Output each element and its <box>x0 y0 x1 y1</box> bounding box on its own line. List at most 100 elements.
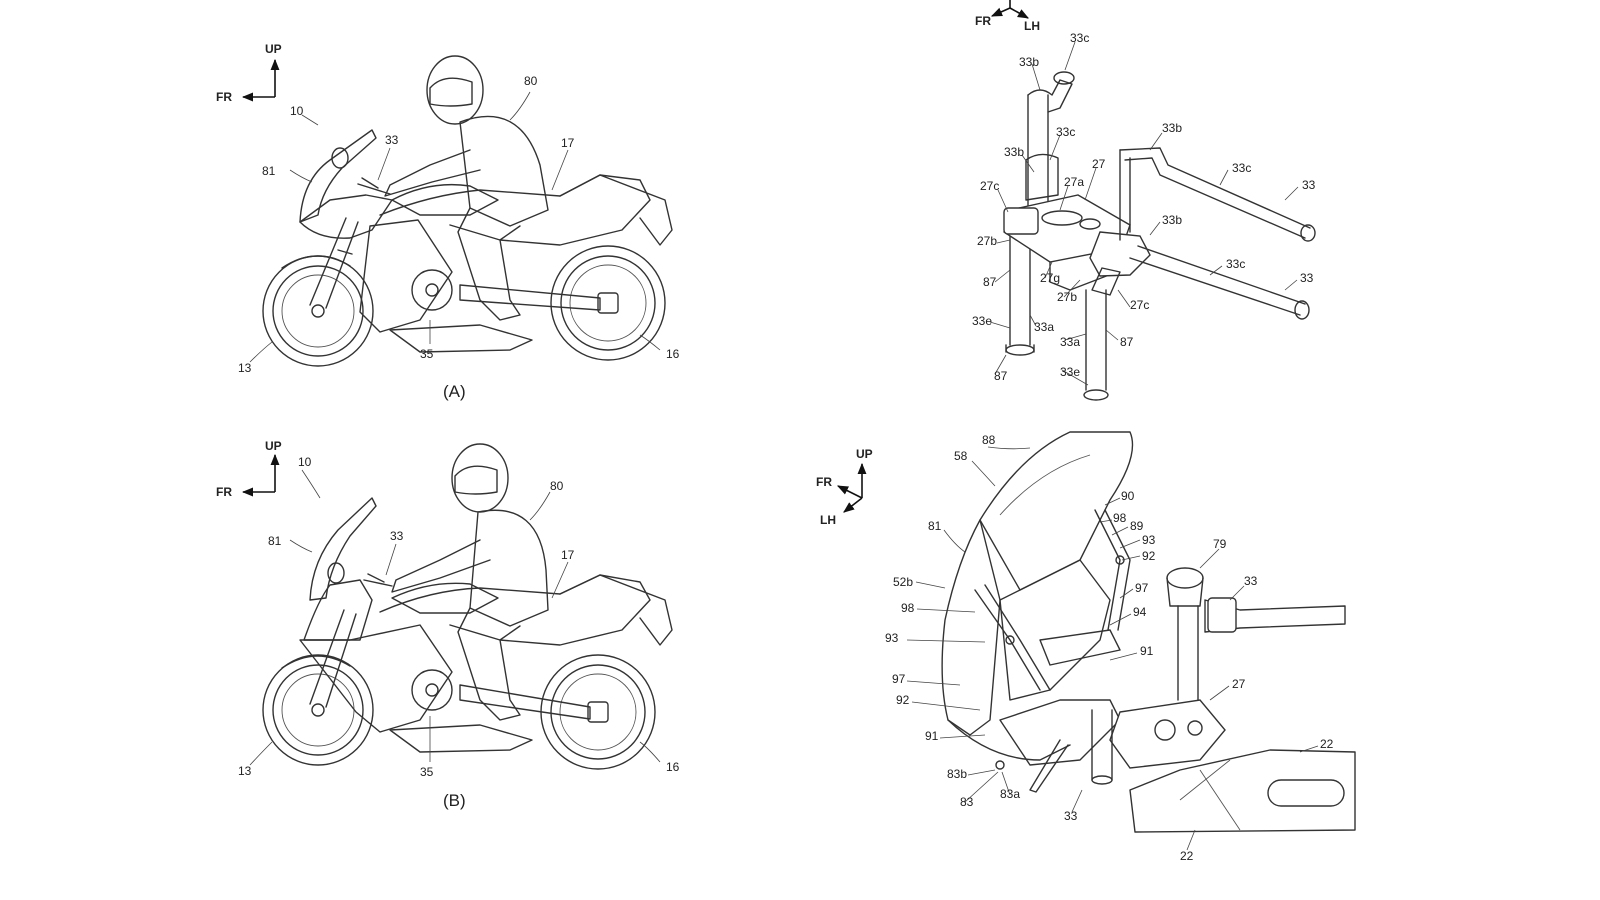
windscreen-numeral-93: 93 <box>885 631 899 645</box>
figure-b-vehicle-outline <box>262 497 673 770</box>
windscreen-numeral-94: 94 <box>1133 605 1147 619</box>
windscreen-numeral-88: 88 <box>982 433 996 447</box>
figure-a-motorcycle: UP FR <box>216 42 680 401</box>
windscreen-numeral-83a: 83a <box>1000 787 1020 801</box>
rider-torso <box>459 115 549 227</box>
figure-a-numeral-10: 10 <box>290 104 304 118</box>
engine <box>411 269 453 311</box>
figure-b-reference-numerals: 10 80 81 33 17 13 35 16 <box>238 455 680 779</box>
front-wheel <box>262 654 374 766</box>
figure-a-axis-indicator: UP FR <box>216 42 282 104</box>
fuel-tank <box>391 582 499 614</box>
figure-b-axis-up-label: UP <box>265 439 282 453</box>
figure-b-numeral-13: 13 <box>238 764 252 778</box>
handlebar-numeral-27c: 27c <box>1130 298 1149 312</box>
swingarm <box>459 684 591 720</box>
figure-b-numeral-10: 10 <box>298 455 312 469</box>
figure-b-motorcycle: UP FR <box>216 439 680 810</box>
handlebar-numeral-27b: 27b <box>977 234 997 248</box>
windscreen-numeral-90: 90 <box>1121 489 1135 503</box>
figure-a-axis-up-label: UP <box>265 42 282 56</box>
figure-b-numeral-16: 16 <box>666 760 680 774</box>
handlebar-numeral-33c: 33c <box>1070 31 1089 45</box>
windscreen-numeral-92: 92 <box>896 693 910 707</box>
handlebar-numeral-87: 87 <box>1120 335 1134 349</box>
figure-b-axis-indicator: UP FR <box>216 439 282 499</box>
windscreen-numeral-91: 91 <box>925 729 939 743</box>
windscreen-numeral-83: 83 <box>960 795 974 809</box>
windscreen-numeral-58: 58 <box>954 449 968 463</box>
figure-b-numeral-33: 33 <box>390 529 404 543</box>
figure-a-numeral-33: 33 <box>385 133 399 147</box>
handlebar-numeral-33a: 33a <box>1034 320 1054 334</box>
rider-torso <box>469 509 549 627</box>
windscreen-numeral-22: 22 <box>1180 849 1194 863</box>
figure-a-numeral-17: 17 <box>561 136 575 150</box>
figure-b-numeral-17: 17 <box>561 548 575 562</box>
fuel-tank <box>1129 749 1356 833</box>
left-hand-arrow-icon <box>1009 7 1029 19</box>
figure-a-leader-lines <box>249 91 661 363</box>
windscreen-numeral-98: 98 <box>901 601 915 615</box>
figure-b-leader-lines <box>249 469 661 766</box>
windscreen-numeral-83b: 83b <box>947 767 967 781</box>
handlebar-axis-lh-label: LH <box>1024 19 1040 33</box>
figure-b-numeral-81: 81 <box>268 534 282 548</box>
engine <box>411 669 453 711</box>
windscreen-numeral-91: 91 <box>1140 644 1154 658</box>
front-wheel <box>262 255 374 367</box>
handlebar-axis-indicator: FR LH <box>975 0 1040 33</box>
figure-windscreen-mechanism: UP FR LH <box>816 431 1356 863</box>
figure-b-axis-fr-label: FR <box>216 485 232 499</box>
handlebar-numeral-27b: 27b <box>1057 290 1077 304</box>
handlebar-numeral-33: 33 <box>1302 178 1316 192</box>
figure-a-rider <box>384 55 549 321</box>
windscreen-outline <box>941 431 1356 833</box>
windscreen-numeral-97: 97 <box>892 672 906 686</box>
brake-reservoir <box>1166 567 1204 589</box>
windscreen-numeral-52b: 52b <box>893 575 913 589</box>
windscreen-numeral-97: 97 <box>1135 581 1149 595</box>
windscreen-numeral-33: 33 <box>1244 574 1258 588</box>
handlebar-numeral-33: 33 <box>1300 271 1314 285</box>
rider-helmet <box>451 443 509 513</box>
handlebar-numeral-33b: 33b <box>1004 145 1024 159</box>
handlebar-numeral-27: 27 <box>1092 157 1106 171</box>
figure-a-numeral-13: 13 <box>238 361 252 375</box>
front-arrow-icon <box>990 7 1011 17</box>
windscreen-numeral-81: 81 <box>928 519 942 533</box>
windscreen-numeral-92: 92 <box>1142 549 1156 563</box>
handlebar-outline <box>1003 71 1316 401</box>
handlebar-numeral-33c: 33c <box>1226 257 1245 271</box>
figure-a-caption: (A) <box>443 382 466 401</box>
figure-a-numeral-16: 16 <box>666 347 680 361</box>
front-arrow-icon <box>836 485 863 499</box>
swingarm <box>459 284 601 311</box>
handlebar-numeral-33c: 33c <box>1232 161 1251 175</box>
handlebar-numeral-33e: 33e <box>972 314 992 328</box>
windscreen-numeral-89: 89 <box>1130 519 1144 533</box>
handlebar-leader-lines <box>989 41 1299 386</box>
figure-a-numeral-81: 81 <box>262 164 276 178</box>
windscreen-numeral-93: 93 <box>1142 533 1156 547</box>
front-cowl <box>941 519 1001 736</box>
figure-b-numeral-35: 35 <box>420 765 434 779</box>
handlebar-numeral-27a: 27a <box>1064 175 1084 189</box>
handlebar-numeral-87: 87 <box>983 275 997 289</box>
right-fork-tube <box>1085 289 1107 391</box>
handlebar-numeral-87: 87 <box>994 369 1008 383</box>
handlebar-numeral-33b: 33b <box>1162 121 1182 135</box>
handlebar-numeral-33e: 33e <box>1060 365 1080 379</box>
figure-a-vehicle-outline <box>262 129 673 367</box>
figure-b-rider <box>391 443 549 721</box>
figure-b-numeral-80: 80 <box>550 479 564 493</box>
windscreen-numeral-79: 79 <box>1213 537 1227 551</box>
figure-handlebar-assembly: FR LH <box>972 0 1316 401</box>
handlebar-axis-fr-label: FR <box>975 14 991 28</box>
side-fairing <box>299 624 453 733</box>
windscreen <box>299 129 377 223</box>
windscreen-numeral-27: 27 <box>1232 677 1246 691</box>
windscreen-axis-fr-label: FR <box>816 475 832 489</box>
